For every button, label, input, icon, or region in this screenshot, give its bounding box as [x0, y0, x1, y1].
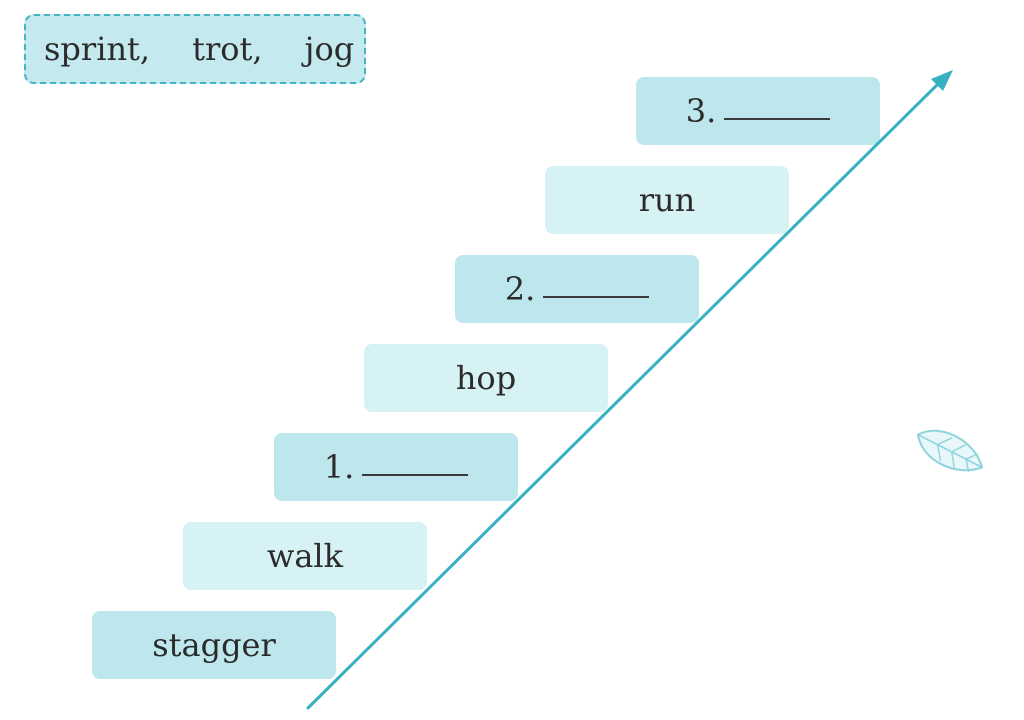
- answer-blank[interactable]: 1.: [324, 448, 469, 486]
- word-bank-item[interactable]: trot,: [192, 30, 263, 68]
- step-blank-2[interactable]: 2.: [455, 255, 699, 323]
- blank-line[interactable]: [543, 296, 650, 298]
- word-bank-item[interactable]: jog: [304, 30, 355, 68]
- step-label: stagger: [152, 626, 276, 664]
- step-label: run: [638, 181, 696, 219]
- blank-number: 2.: [504, 270, 536, 308]
- intensity-arrow-line: [306, 78, 944, 710]
- word-bank-item[interactable]: sprint,: [44, 30, 151, 68]
- answer-blank[interactable]: 3.: [686, 92, 831, 130]
- blank-line[interactable]: [362, 474, 469, 476]
- word-bank: sprint, trot, jog: [24, 14, 366, 84]
- answer-blank[interactable]: 2.: [505, 270, 650, 308]
- step-blank-1[interactable]: 1.: [274, 433, 518, 501]
- step-hop: hop: [364, 344, 608, 412]
- step-blank-3[interactable]: 3.: [636, 77, 880, 145]
- arrow-head-icon: [931, 70, 953, 91]
- step-label: hop: [455, 359, 517, 397]
- step-walk: walk: [183, 522, 427, 590]
- leaf-icon: [916, 429, 984, 472]
- step-run: run: [545, 166, 789, 234]
- blank-line[interactable]: [724, 118, 831, 120]
- blank-number: 1.: [323, 448, 355, 486]
- step-label: walk: [266, 537, 344, 575]
- blank-number: 3.: [685, 92, 717, 130]
- step-stagger: stagger: [92, 611, 336, 679]
